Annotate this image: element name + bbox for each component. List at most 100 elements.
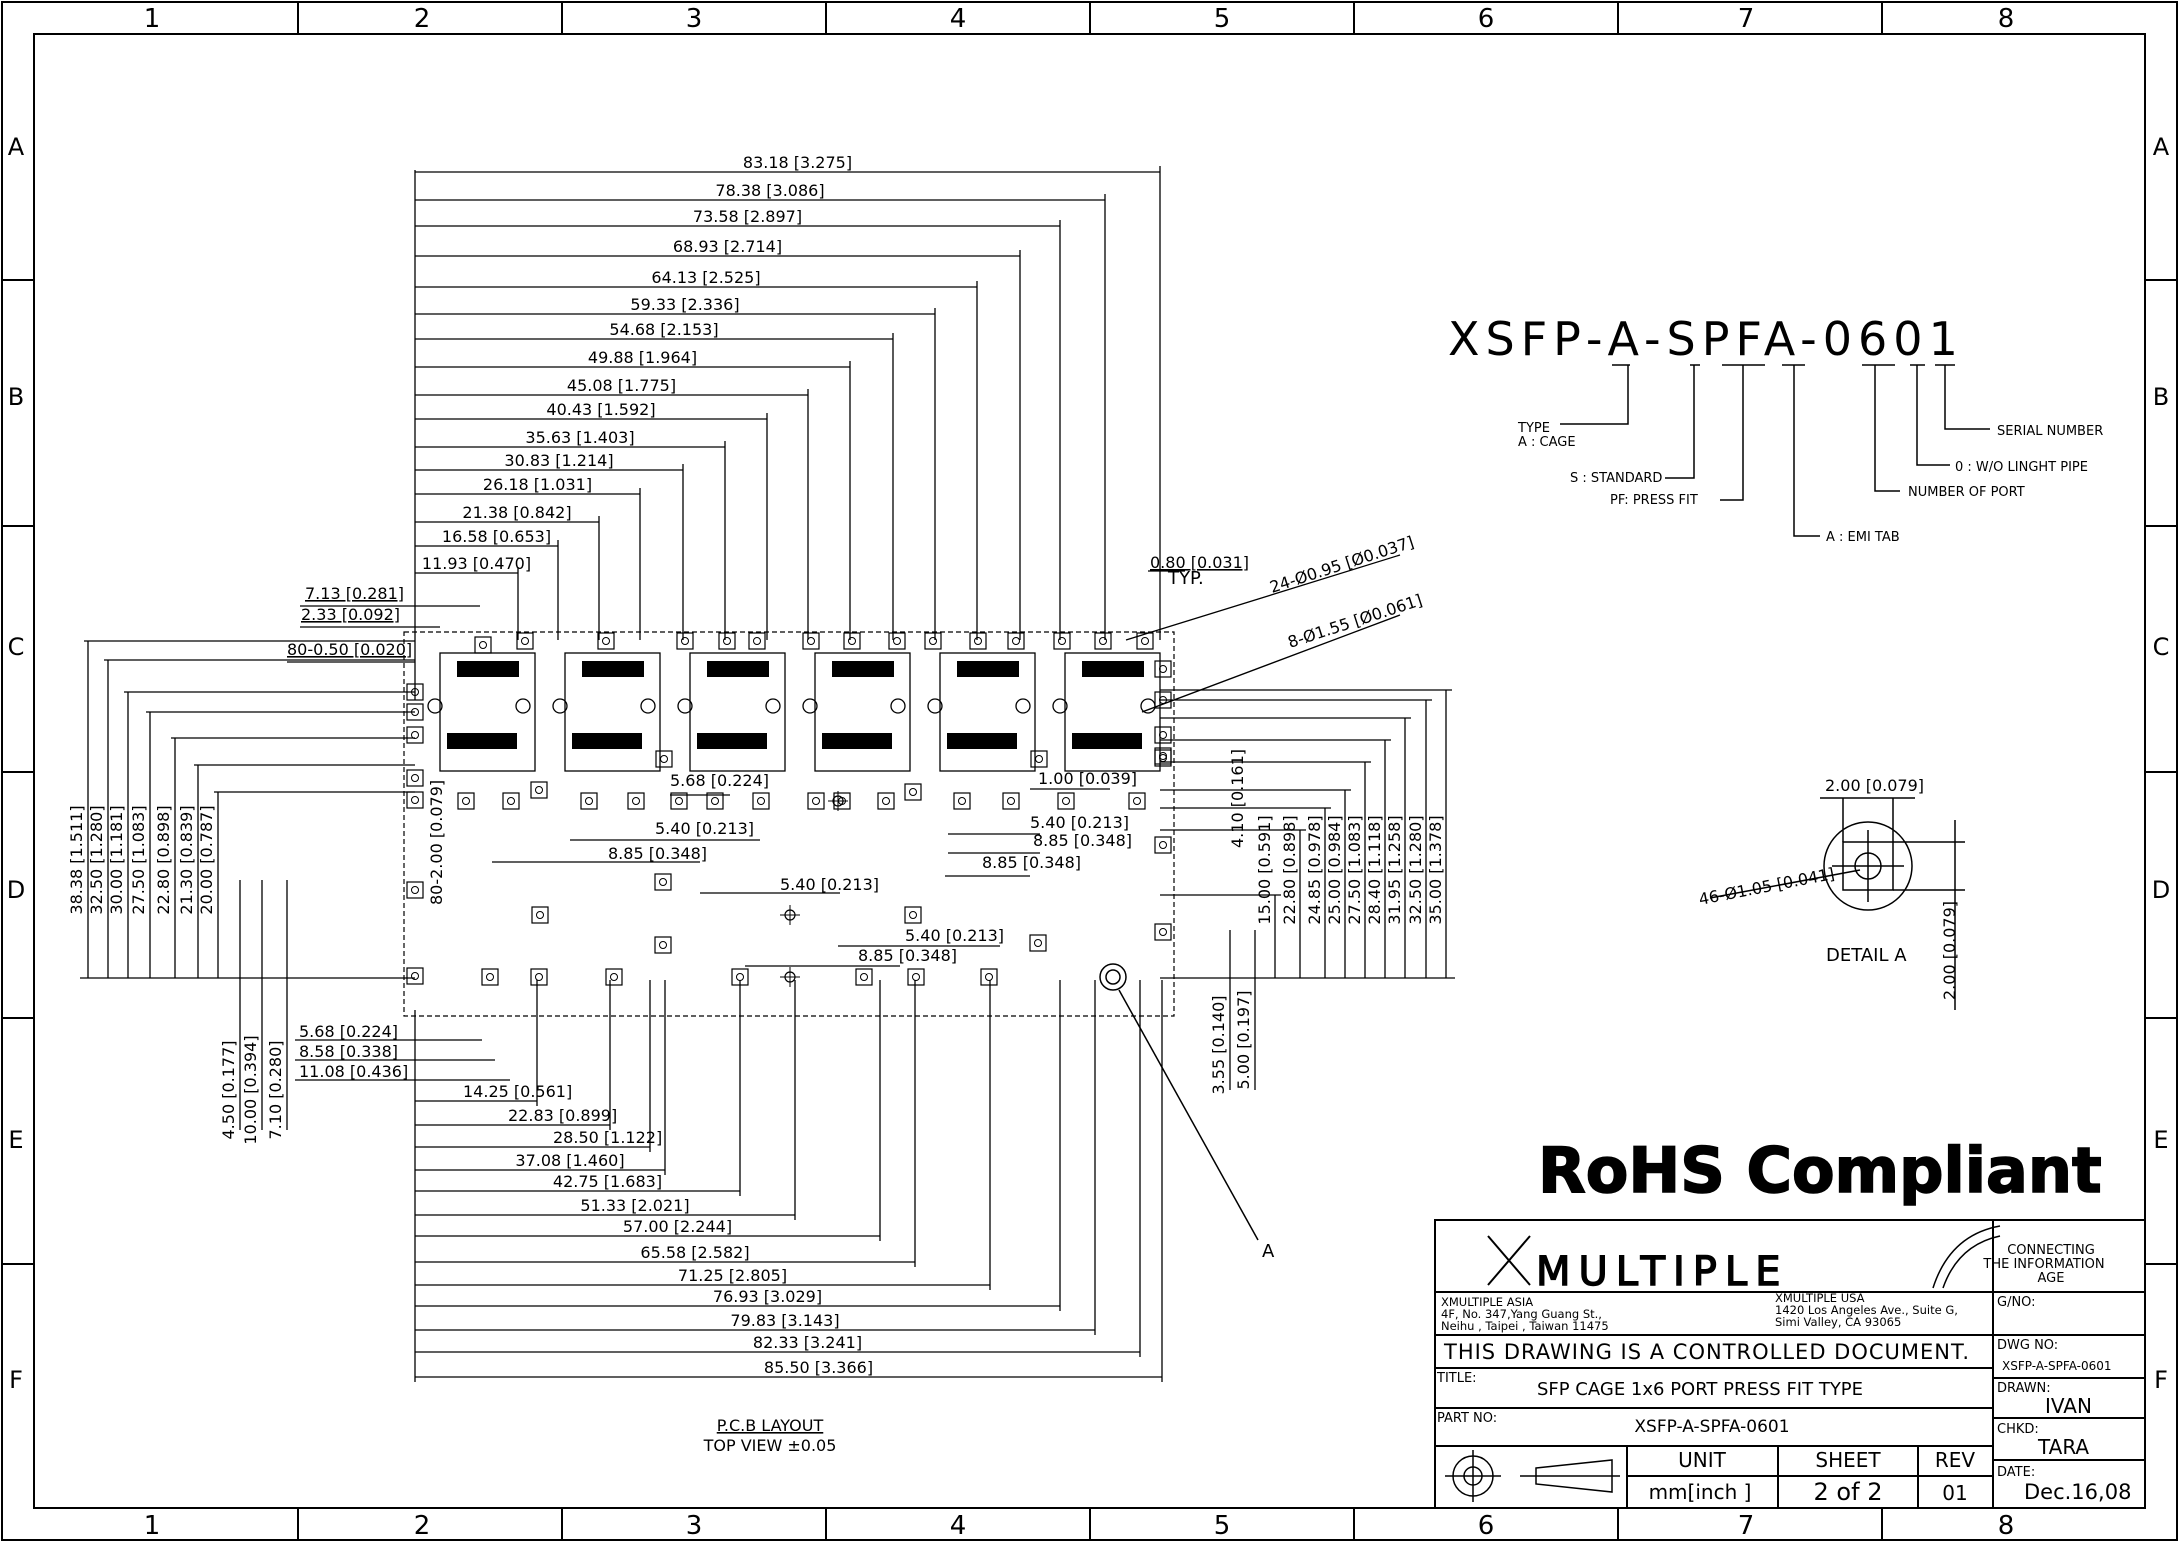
column-label-top: 8 xyxy=(1998,4,2015,34)
column-label-top: 1 xyxy=(144,4,161,34)
drawn-value: IVAN xyxy=(2045,1394,2092,1418)
dim-080: 0.80 [0.031] xyxy=(1150,553,1249,572)
bottom-dimension-label: 79.83 [3.143] xyxy=(730,1311,839,1330)
top-dimension-label: 40.43 [1.592] xyxy=(546,400,655,419)
dwg-label: DWG NO: xyxy=(1997,1338,2058,1353)
projection-symbol-icon xyxy=(1445,1450,1620,1502)
legend-emi-tab: A : EMI TAB xyxy=(1826,530,1900,545)
lower-right-vertical-label: 5.00 [0.197] xyxy=(1234,991,1253,1090)
left-horizontal-label: 11.08 [0.436] xyxy=(299,1062,408,1081)
top-dimension-label: 64.13 [2.525] xyxy=(651,268,760,287)
top-dimension-label: 26.18 [1.031] xyxy=(483,475,592,494)
part-code: XSFP-A-SPFA-0601 xyxy=(1448,312,1964,366)
gno-label: G/NO: xyxy=(1997,1295,2036,1310)
bottom-dimension-label: 28.50 [1.122] xyxy=(553,1128,662,1147)
column-label-bottom: 8 xyxy=(1998,1511,2015,1541)
bottom-dimension-label: 71.25 [2.805] xyxy=(678,1266,787,1285)
lower-left-vertical-label: 4.50 [0.177] xyxy=(219,1041,238,1140)
legend-number-of-port: NUMBER OF PORT xyxy=(1908,485,2025,500)
detail-a-leader-label: A xyxy=(1262,1241,1275,1262)
top-dimension-label: 30.83 [1.214] xyxy=(504,451,613,470)
left-vertical-label: 38.38 [1.511] xyxy=(67,805,86,914)
rev-value: 01 xyxy=(1942,1481,1967,1505)
detail-top-dim: 2.00 [0.079] xyxy=(1825,776,1924,795)
dim-410: 4.10 [0.161] xyxy=(1228,749,1247,848)
row-label-left: E xyxy=(8,1126,23,1154)
row-label-left: F xyxy=(9,1366,23,1394)
pad-markers xyxy=(406,632,1172,987)
column-label-bottom: 4 xyxy=(950,1511,967,1541)
xmultiple-logo: MULTIPLE xyxy=(1487,1225,2001,1296)
top-dimension-label: 54.68 [2.153] xyxy=(609,320,718,339)
top-dimensions: 83.18 [3.275]78.38 [3.086]73.58 [2.897]6… xyxy=(422,153,852,573)
usa-name: XMULTIPLE USA xyxy=(1775,1291,1865,1305)
rev-label: REV xyxy=(1935,1448,1976,1472)
dim-568-a: 5.68 [0.224] xyxy=(670,771,769,790)
column-label-bottom: 7 xyxy=(1738,1511,1755,1541)
column-label-top: 4 xyxy=(950,4,967,34)
right-vertical-label: 22.80 [0.898] xyxy=(1280,815,1299,924)
bottom-dimension-label: 51.33 [2.021] xyxy=(580,1196,689,1215)
port-footprints xyxy=(427,652,1161,772)
right-vertical-label: 27.50 [1.083] xyxy=(1345,815,1364,924)
slogan-1: CONNECTING xyxy=(2007,1243,2095,1258)
slogan-3: AGE xyxy=(2038,1271,2065,1286)
left-vertical-label: 27.50 [1.083] xyxy=(129,805,148,914)
dim-233: 2.33 [0.092] xyxy=(301,605,400,624)
top-dimension-label: 35.63 [1.403] xyxy=(525,428,634,447)
right-vertical-label: 25.00 [0.984] xyxy=(1325,815,1344,924)
rohs-badge: RoHS Compliant xyxy=(1538,1134,2102,1207)
top-dimension-label: 59.33 [2.336] xyxy=(630,295,739,314)
row-label-right: D xyxy=(2152,876,2170,904)
legend-standard: S : STANDARD xyxy=(1570,471,1662,486)
right-vertical-dimensions: 15.00 [0.591]22.80 [0.898]24.85 [0.978]2… xyxy=(1209,815,1445,1094)
column-label-bottom: 1 xyxy=(144,1511,161,1541)
dim-80-200: 80-2.00 [0.079] xyxy=(427,780,446,905)
left-horizontal-label: 8.58 [0.338] xyxy=(299,1042,398,1061)
date-value: Dec.16,08 xyxy=(2024,1480,2131,1504)
top-dimension-label: 78.38 [3.086] xyxy=(715,181,824,200)
row-label-left: D xyxy=(7,876,25,904)
dim-540-d: 5.40 [0.213] xyxy=(905,926,1004,945)
unit-value: mm[inch ] xyxy=(1649,1480,1752,1504)
right-vertical-label: 28.40 [1.118] xyxy=(1365,815,1384,924)
detail-a-leader: A xyxy=(1099,963,1275,1262)
pcb-outline xyxy=(403,631,1175,1017)
right-vertical-label: 32.50 [1.280] xyxy=(1406,815,1425,924)
chkd-label: CHKD: xyxy=(1997,1422,2039,1437)
bottom-dimension-label: 14.25 [0.561] xyxy=(463,1082,572,1101)
dim-540-b: 5.40 [0.213] xyxy=(1030,813,1129,832)
lower-right-vertical-label: 3.55 [0.140] xyxy=(1209,996,1228,1095)
dwg-value: XSFP-A-SPFA-0601 xyxy=(2002,1359,2112,1373)
left-vertical-label: 30.00 [1.181] xyxy=(107,805,126,914)
detail-a: 2.00 [0.079] 46-Ø1.05 [0.041] 2.00 [0.07… xyxy=(1697,776,1965,1010)
title-value: SFP CAGE 1x6 PORT PRESS FIT TYPE xyxy=(1537,1379,1863,1400)
right-vertical-label: 31.95 [1.258] xyxy=(1385,815,1404,924)
dim-885-d: 8.85 [0.348] xyxy=(858,946,957,965)
dim-885-b: 8.85 [0.348] xyxy=(1033,831,1132,850)
left-vertical-label: 20.00 [0.787] xyxy=(197,805,216,914)
column-label-top: 5 xyxy=(1214,4,1231,34)
bottom-dimension-label: 65.58 [2.582] xyxy=(640,1243,749,1262)
pcb-layout-subtitle: TOP VIEW ±0.05 xyxy=(703,1436,837,1455)
legend-a-cage: A : CAGE xyxy=(1518,435,1576,450)
bottom-dimension-label: 22.83 [0.899] xyxy=(508,1106,617,1125)
part-code-breakdown: XSFP-A-SPFA-0601 TYPE A : CAGE S : STAND… xyxy=(1448,312,2103,545)
column-label-bottom: 2 xyxy=(414,1511,431,1541)
row-label-left: C xyxy=(8,633,25,661)
bottom-dimensions: 14.25 [0.561]22.83 [0.899]28.50 [1.122]3… xyxy=(463,1082,873,1377)
right-vertical-label: 35.00 [1.378] xyxy=(1426,815,1445,924)
left-vertical-label: 22.80 [0.898] xyxy=(154,805,173,914)
top-dimension-label: 83.18 [3.275] xyxy=(743,153,852,172)
lower-left-vertical-label: 7.10 [0.280] xyxy=(266,1041,285,1140)
top-dimension-label: 11.93 [0.470] xyxy=(422,554,531,573)
column-label-top: 7 xyxy=(1738,4,1755,34)
part-value: XSFP-A-SPFA-0601 xyxy=(1634,1417,1789,1437)
legend-type: TYPE xyxy=(1517,421,1550,436)
row-label-right: F xyxy=(2154,1366,2168,1394)
dimension-lines xyxy=(80,166,1455,1382)
sheet-label: SHEET xyxy=(1815,1448,1881,1472)
date-label: DATE: xyxy=(1997,1465,2035,1480)
lower-left-vertical-label: 10.00 [0.394] xyxy=(241,1035,260,1144)
